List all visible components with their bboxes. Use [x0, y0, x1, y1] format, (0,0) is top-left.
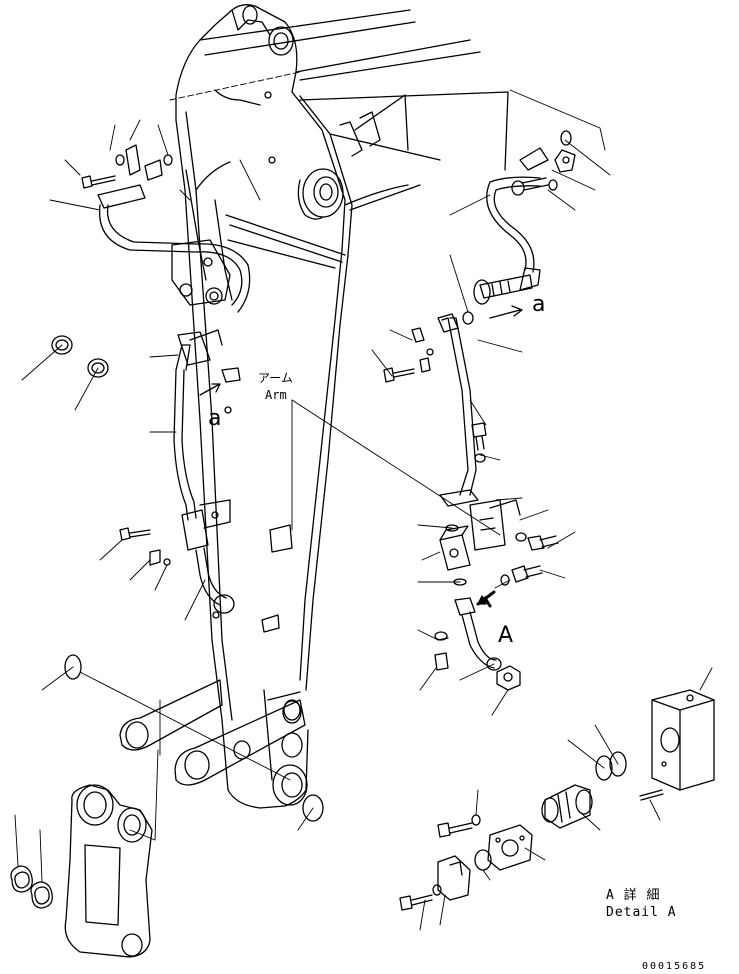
leader-lines	[14, 71, 713, 931]
left-small-parts	[10, 144, 324, 909]
view-a-label-right: a	[532, 292, 546, 317]
arm-structure	[175, 4, 353, 809]
arm-label-japanese: アーム	[258, 371, 293, 385]
arm-links	[119, 679, 306, 786]
drawing-code: 00015685	[642, 961, 707, 972]
detail-a-title-english: Detail A	[606, 905, 677, 920]
right-small-parts	[383, 130, 576, 671]
bucket-link	[64, 784, 153, 958]
detail-a-parts	[399, 689, 715, 911]
detail-a-title-japanese: A 詳 細	[606, 888, 661, 903]
left-hose-assembly	[97, 184, 251, 614]
detail-a-marker-label: A	[498, 623, 514, 648]
boom-frame	[199, 9, 509, 211]
view-a-label-left: a	[208, 406, 222, 431]
arm-label-english: Arm	[265, 388, 287, 402]
right-hose-assembly	[437, 147, 549, 691]
